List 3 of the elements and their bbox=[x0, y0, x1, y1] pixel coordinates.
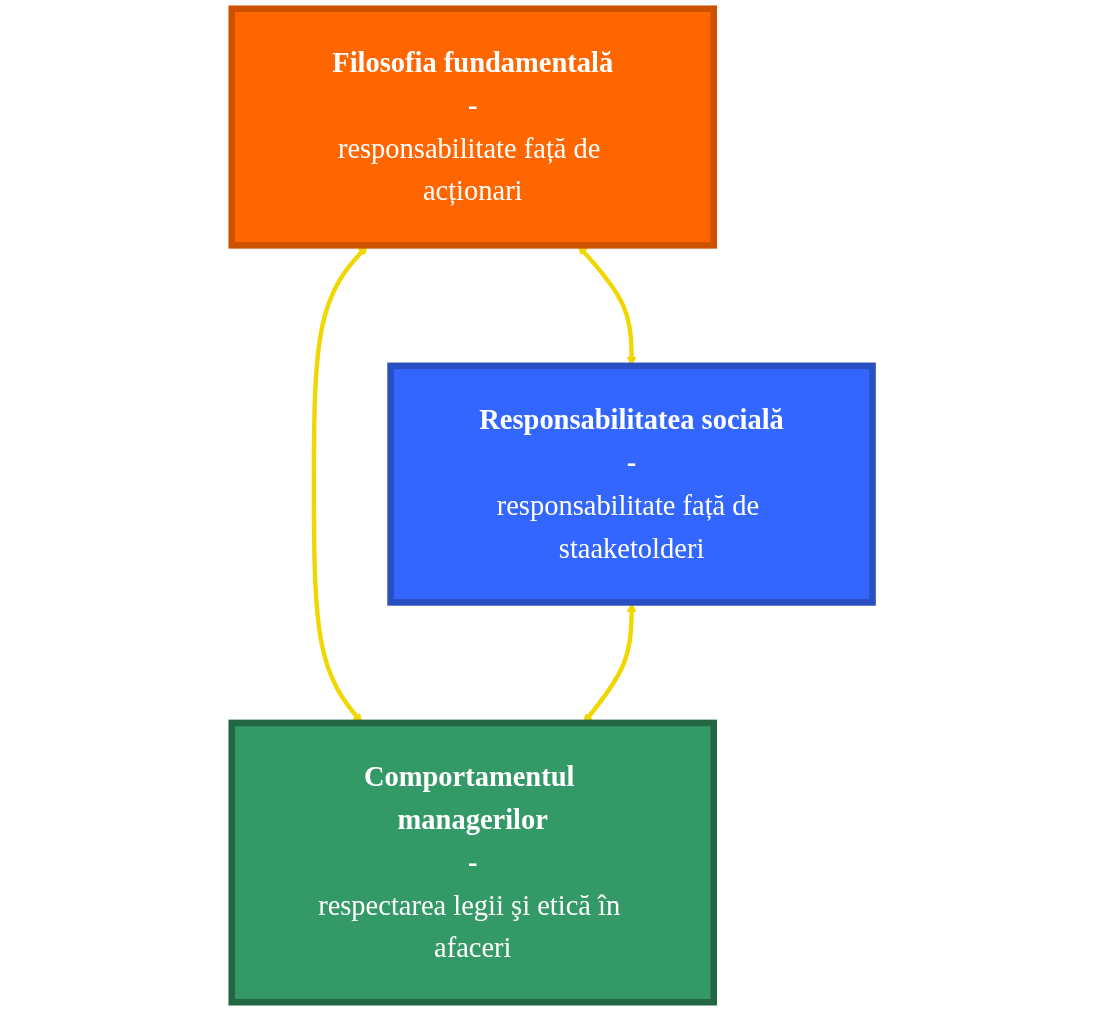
node-box: Responsabilitatea socială - responsabilitate față de staaketolderi bbox=[387, 362, 876, 606]
node-box: Comportamentul managerilor - respectarea legii şi etică în afaceri bbox=[228, 719, 717, 1006]
node-box: Filosofia fundamentală - responsabilitate față de acționari bbox=[228, 5, 717, 249]
